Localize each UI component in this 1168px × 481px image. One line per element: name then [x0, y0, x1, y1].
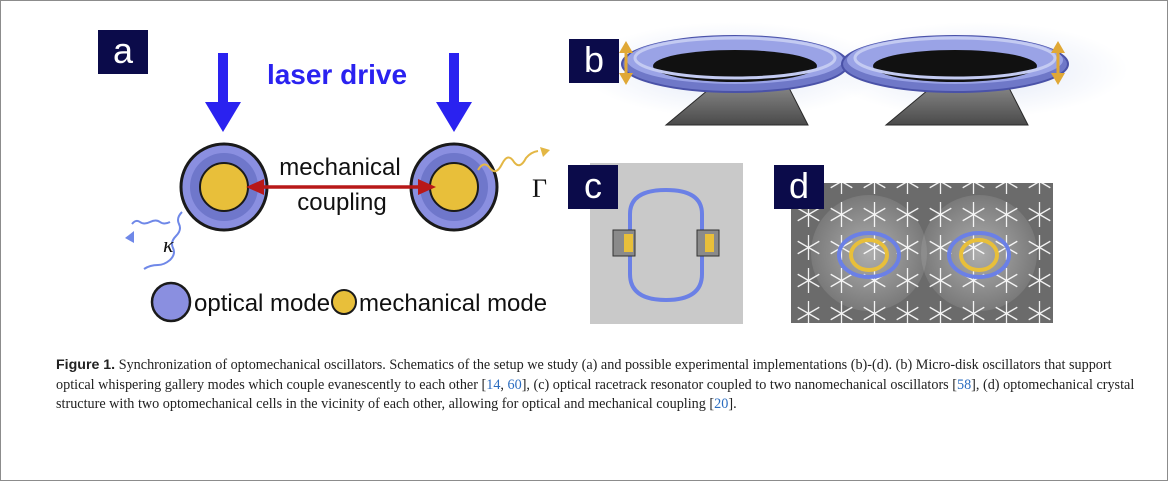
panel-d	[791, 183, 1053, 323]
optomech-cell-right	[947, 231, 1011, 279]
caption-ref-58[interactable]: 58	[956, 376, 972, 393]
caption-sep-1: ,	[500, 376, 508, 393]
caption-ref-60[interactable]: 60	[507, 376, 522, 393]
nanomech-oscillator-right	[696, 229, 720, 257]
caption-text-4: ].	[728, 396, 737, 412]
resonator-right	[409, 142, 499, 232]
panel-d-label: d	[774, 165, 824, 209]
kappa-symbol: κ	[163, 232, 174, 257]
laser-drive-label: laser drive	[267, 59, 407, 90]
optomech-cell-left	[837, 231, 901, 279]
panel-b	[582, 22, 1128, 126]
vibration-arrow-right	[1051, 41, 1065, 85]
nanomech-oscillator-left	[612, 229, 636, 257]
legend-mechanical-label: mechanical mode	[359, 290, 547, 317]
panel-a: laser drive mechanical coupling κ	[125, 53, 550, 323]
caption-text-2: ], (c) optical racetrack resonator coupl…	[521, 376, 957, 393]
microdisk-right	[841, 35, 1069, 93]
caption-ref-14[interactable]: 14	[486, 376, 501, 393]
vibration-arrow-left	[619, 41, 633, 85]
caption-figure-label: Figure 1.	[56, 357, 116, 373]
panel-a-label: a	[98, 30, 148, 74]
racetrack-resonator	[628, 187, 704, 303]
coupling-label-line1: mechanical	[279, 154, 400, 181]
legend-mechanical: mechanical mode	[331, 289, 547, 317]
caption-text-1: Synchronization of optomechanical oscill…	[56, 357, 1112, 393]
legend-optical: optical mode	[150, 281, 330, 323]
caption-ref-20[interactable]: 20	[714, 396, 729, 412]
coupling-arrow	[246, 179, 436, 195]
coupling-label-line2: coupling	[297, 189, 386, 216]
gamma-symbol: Γ	[532, 174, 547, 203]
resonator-left	[179, 142, 269, 232]
caption-text-3: ], (d) optomechanical crystal structure …	[56, 376, 1135, 413]
laser-arrow-left	[205, 53, 241, 132]
panel-c-label: c	[568, 165, 618, 209]
legend-optical-label: optical mode	[194, 290, 330, 317]
microdisk-left	[621, 35, 849, 93]
gamma-decay-wave	[477, 147, 550, 173]
panel-b-label: b	[569, 39, 619, 83]
kappa-decay-wave	[125, 211, 183, 270]
laser-arrow-right	[436, 53, 472, 132]
figure-graphic: laser drive mechanical coupling κ	[125, 22, 1128, 324]
figure-caption: Figure 1. Synchronization of optomechani…	[56, 356, 1141, 415]
